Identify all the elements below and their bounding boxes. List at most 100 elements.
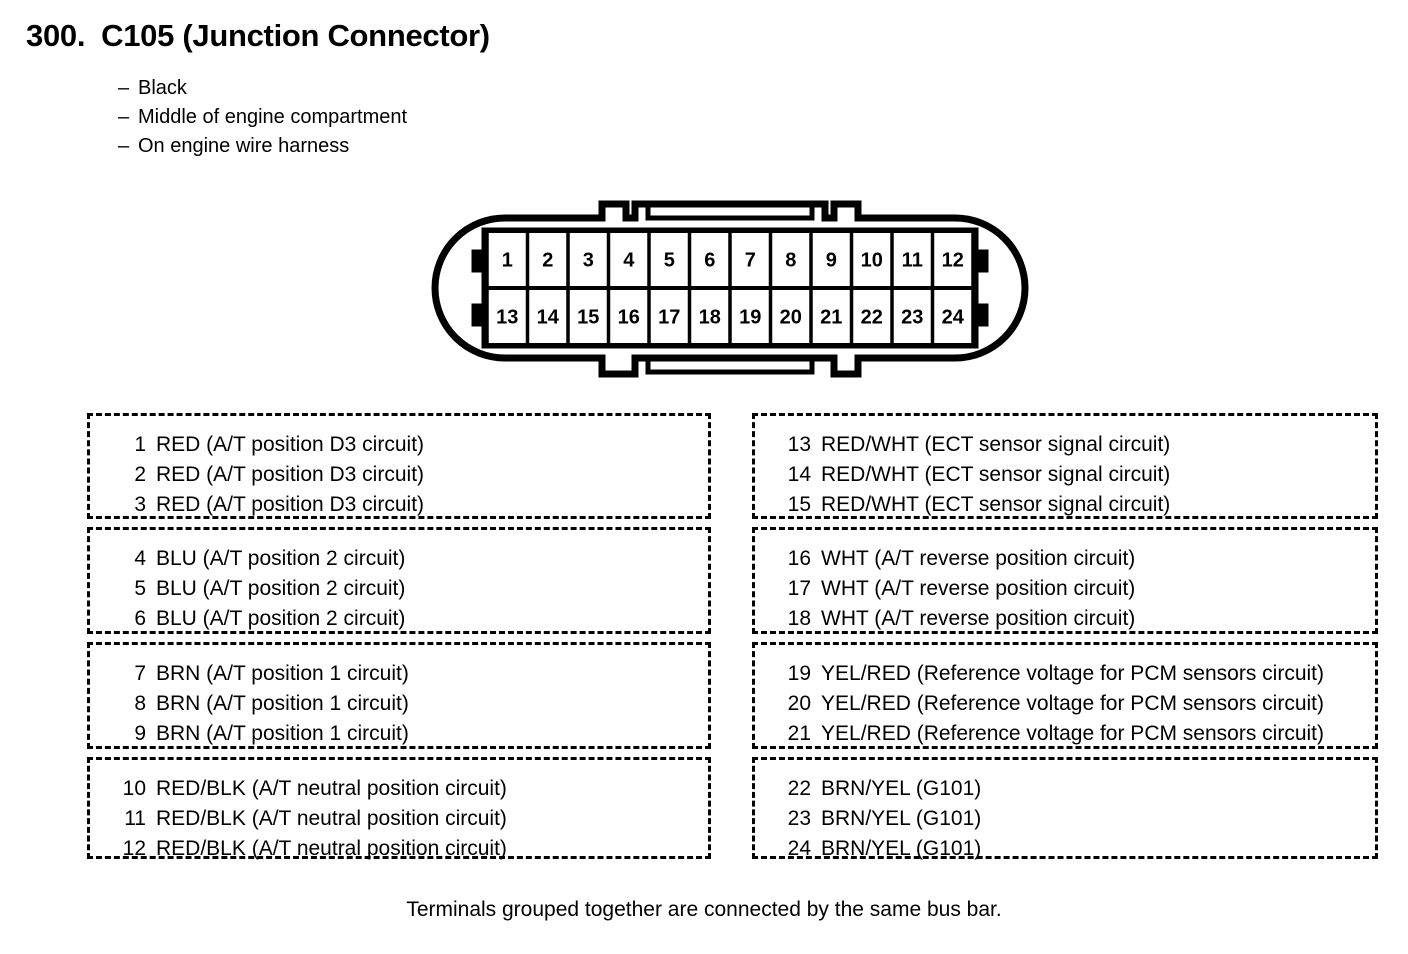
- connector-pin-cell[interactable]: 18: [691, 290, 729, 343]
- pin-cell-number: 9: [826, 250, 837, 272]
- pin-number: 1: [134, 433, 146, 456]
- pin-cell-background: [772, 290, 810, 343]
- pin-description: BRN/YEL (G101): [821, 837, 982, 860]
- connector-attribute-label: On engine wire harness: [138, 135, 350, 157]
- pin-cell-background: [488, 233, 526, 286]
- connector-pin-cell[interactable]: 12: [934, 233, 972, 286]
- connector-pin-cell[interactable]: 9: [812, 233, 850, 286]
- connector-pin-cell[interactable]: 11: [893, 233, 931, 286]
- pin-cell-number: 4: [623, 250, 635, 272]
- pin-cell-background: [569, 290, 607, 343]
- pin-cell-number: 1: [502, 250, 513, 272]
- pin-cell-background: [812, 290, 850, 343]
- connector-pin-cell[interactable]: 8: [772, 233, 810, 286]
- connector-pin-cell[interactable]: 1: [488, 233, 526, 286]
- connector-attribute: –On engine wire harness: [118, 132, 407, 161]
- pin-list-item: 9 BRN (A/T position 1 circuit): [110, 719, 708, 749]
- pin-number: 19: [787, 662, 811, 685]
- connector-outer-shell: [431, 200, 1029, 378]
- pin-description: RED/BLK (A/T neutral position circuit): [156, 807, 507, 830]
- connector-pin-cell[interactable]: 2: [529, 233, 567, 286]
- pin-cell-number: 3: [583, 250, 594, 272]
- pin-cell-number: 7: [745, 250, 756, 272]
- pin-cell-background: [853, 290, 891, 343]
- connector-pin-cell[interactable]: 7: [731, 233, 769, 286]
- pin-cell-background: [691, 233, 729, 286]
- connector-pin-cell[interactable]: 4: [610, 233, 648, 286]
- connector-pin-cell[interactable]: 17: [650, 290, 688, 343]
- pin-cell-background: [893, 290, 931, 343]
- pin-description: BRN (A/T position 1 circuit): [156, 662, 409, 685]
- connector-attribute: –Middle of engine compartment: [118, 103, 407, 132]
- connector-pin-cell[interactable]: 14: [529, 290, 567, 343]
- pin-description: BRN/YEL (G101): [821, 807, 982, 830]
- connector-pin-cell[interactable]: 6: [691, 233, 729, 286]
- pin-cell-number: 11: [902, 250, 923, 272]
- connector-pin-cell[interactable]: 10: [853, 233, 891, 286]
- pin-description: RED (A/T position D3 circuit): [156, 463, 425, 486]
- pin-number: 2: [134, 463, 146, 486]
- connector-attributes-list: –Black–Middle of engine compartment–On e…: [118, 74, 407, 161]
- pin-cell-background: [893, 233, 931, 286]
- pin-description: RED (A/T position D3 circuit): [156, 433, 425, 456]
- connector-pin-cell[interactable]: 21: [812, 290, 850, 343]
- pin-cell-number: 18: [699, 307, 721, 329]
- pin-cell-number: 5: [664, 250, 675, 272]
- pin-number: 4: [134, 547, 146, 570]
- pin-description: RED/BLK (A/T neutral position circuit): [156, 777, 507, 800]
- pin-cell-background: [650, 233, 688, 286]
- pin-description: WHT (A/T reverse position circuit): [821, 577, 1136, 600]
- pin-number: 16: [787, 547, 811, 570]
- pin-cell-background: [569, 233, 607, 286]
- pin-description: RED/WHT (ECT sensor signal circuit): [821, 433, 1171, 456]
- pin-number: 3: [134, 493, 146, 516]
- pin-description: BRN (A/T position 1 circuit): [156, 722, 409, 745]
- pin-number: 23: [787, 807, 811, 830]
- pin-cell-number: 17: [658, 307, 680, 329]
- pin-cell-background: [731, 290, 769, 343]
- connector-pin-cell[interactable]: 19: [731, 290, 769, 343]
- pin-description: YEL/RED (Reference voltage for PCM senso…: [821, 722, 1325, 745]
- page-title: 300.C105 (Junction Connector): [26, 18, 490, 54]
- pin-description: BRN (A/T position 1 circuit): [156, 692, 409, 715]
- pin-number: 9: [134, 722, 146, 745]
- pin-number: 8: [134, 692, 146, 715]
- pin-cell-background: [529, 233, 567, 286]
- dash-marker-icon: –: [118, 106, 130, 128]
- pin-cell-number: 10: [861, 250, 883, 272]
- connector-pin-cell[interactable]: 3: [569, 233, 607, 286]
- connector-pin-cell[interactable]: 15: [569, 290, 607, 343]
- dash-marker-icon: –: [118, 135, 130, 157]
- connector-pin-cell[interactable]: 23: [893, 290, 931, 343]
- connector-pin-cell[interactable]: 22: [853, 290, 891, 343]
- pin-cell-background: [731, 233, 769, 286]
- connector-pin-cell[interactable]: 16: [610, 290, 648, 343]
- pin-cell-number: 21: [820, 307, 842, 329]
- pin-number: 18: [787, 607, 811, 630]
- pin-cell-number: 19: [739, 307, 761, 329]
- connector-pin-cell[interactable]: 13: [488, 290, 526, 343]
- connector-pin-cell[interactable]: 20: [772, 290, 810, 343]
- page-title-text: C105 (Junction Connector): [101, 18, 490, 53]
- pin-list-item: 23 BRN/YEL (G101): [775, 804, 1375, 834]
- pin-list-item: 8 BRN (A/T position 1 circuit): [110, 689, 708, 719]
- connector-pin-cell[interactable]: 5: [650, 233, 688, 286]
- connector-pin-cell[interactable]: 24: [934, 290, 972, 343]
